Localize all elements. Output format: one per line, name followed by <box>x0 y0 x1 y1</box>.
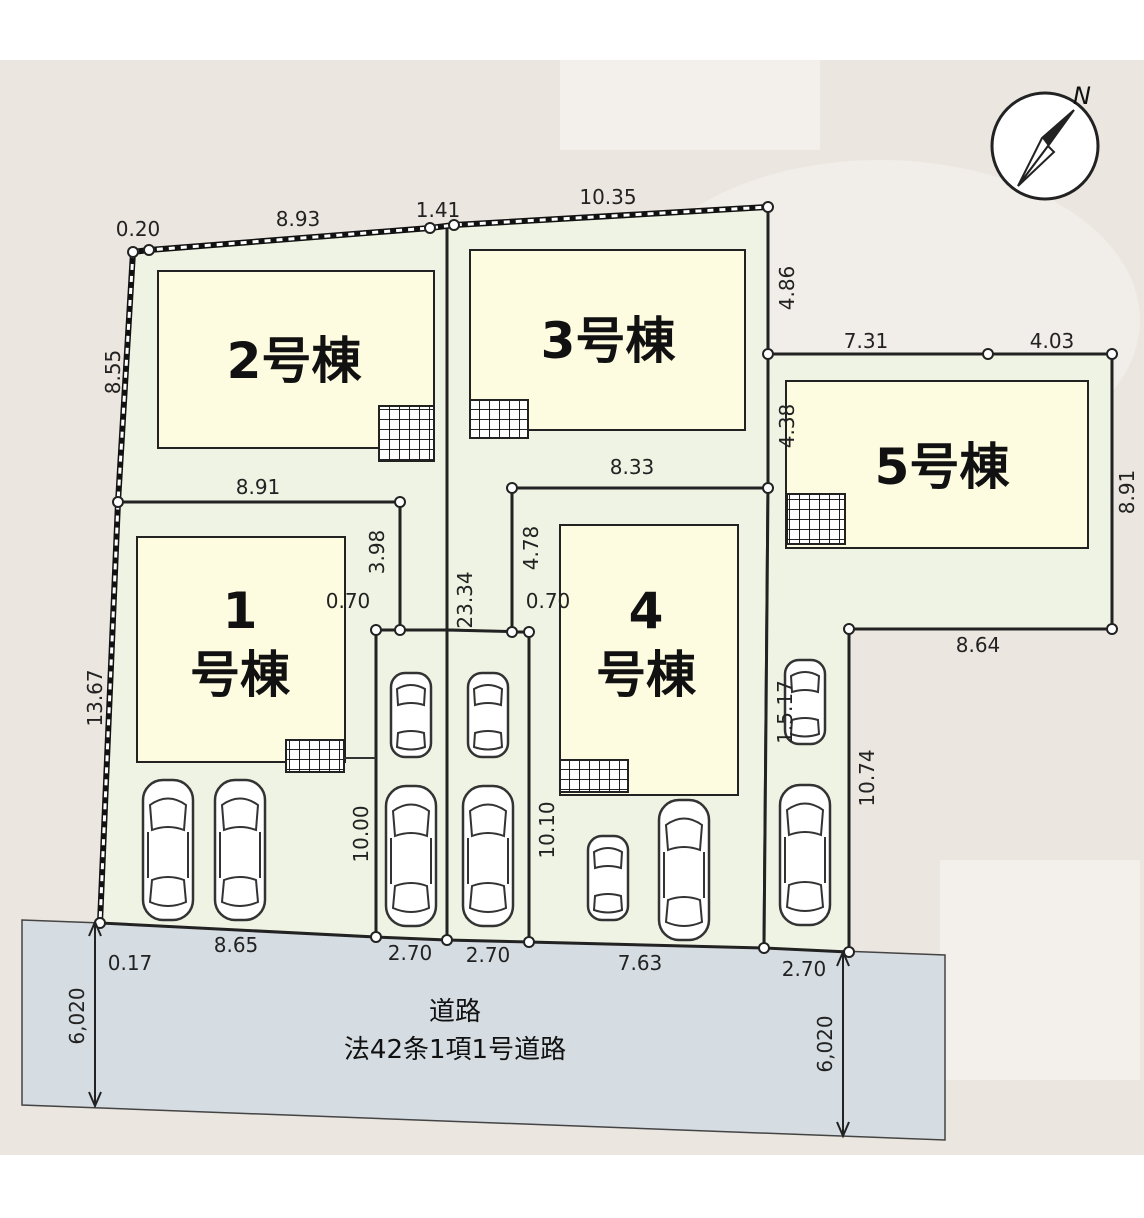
house-1 <box>136 536 346 763</box>
dimension-label: 0.70 <box>326 589 371 613</box>
dimension-label: 1.5.17 <box>773 680 797 744</box>
north-compass-icon <box>990 91 1100 201</box>
entrance-tile <box>559 759 629 793</box>
dimension-label: 10.10 <box>535 801 559 858</box>
dimension-label: 4.03 <box>1030 329 1075 353</box>
building-label-1-suffix: 号棟 <box>190 646 291 704</box>
dimension-label: 10.00 <box>349 805 373 862</box>
road-width-left: 6,020 <box>65 987 89 1044</box>
building-label-5: 5号棟 <box>875 438 1011 496</box>
dimension-label: 7.31 <box>844 329 889 353</box>
dimension-label: 8.93 <box>276 207 321 231</box>
compass-north-label: N <box>1073 82 1091 110</box>
dimension-label: 0.20 <box>116 217 161 241</box>
dimension-label: 8.65 <box>214 933 259 957</box>
entrance-tile <box>786 493 846 545</box>
car-icon <box>657 798 711 942</box>
dimension-label: 2.70 <box>388 941 433 965</box>
car-icon <box>389 671 433 759</box>
dimension-label: 8.91 <box>236 475 281 499</box>
entrance-tile <box>378 405 435 462</box>
background-shape <box>940 860 1140 1080</box>
dimension-label: 13.67 <box>83 669 107 726</box>
dimension-label: 23.34 <box>453 571 477 628</box>
dimension-label: 2.70 <box>466 943 511 967</box>
car-icon <box>213 778 267 922</box>
dimension-label: 10.74 <box>855 749 879 806</box>
dimension-label: 8.91 <box>1115 470 1139 515</box>
house-4 <box>559 524 739 796</box>
building-label-4-suffix: 号棟 <box>596 646 697 704</box>
road-classification: 法42条1項1号道路 <box>344 1035 566 1065</box>
building-label-4-number: 4 <box>629 582 664 640</box>
road-width-right: 6,020 <box>813 1015 837 1072</box>
car-icon <box>586 834 630 922</box>
dimension-label: 1.41 <box>416 198 461 222</box>
dimension-label: 2.70 <box>782 957 827 981</box>
building-label-1-number: 1 <box>223 582 258 640</box>
boundary-line <box>98 251 135 924</box>
dimension-label: 0.17 <box>108 951 153 975</box>
building-label-2: 2号棟 <box>227 332 363 390</box>
dimension-label: 4.38 <box>775 404 799 449</box>
dimension-label: 3.98 <box>365 530 389 575</box>
car-icon <box>461 784 515 928</box>
dimension-label: 8.33 <box>610 455 655 479</box>
dimension-label: 4.86 <box>775 266 799 311</box>
road-width-indicator <box>88 919 850 1139</box>
entrance-tile <box>469 399 529 439</box>
dimension-label: 0.70 <box>526 589 571 613</box>
dimension-label: 4.78 <box>519 526 543 571</box>
dimension-label: 8.64 <box>956 633 1001 657</box>
building-label-3: 3号棟 <box>541 312 677 370</box>
car-icon <box>141 778 195 922</box>
road-label: 道路 <box>429 997 481 1027</box>
entrance-tile <box>285 739 345 773</box>
car-icon <box>384 784 438 928</box>
background-shape <box>560 60 820 150</box>
dimension-label: 10.35 <box>579 185 636 209</box>
car-icon <box>778 783 832 927</box>
car-icon <box>466 671 510 759</box>
dimension-label: 8.55 <box>101 350 125 395</box>
dimension-label: 7.63 <box>618 951 663 975</box>
